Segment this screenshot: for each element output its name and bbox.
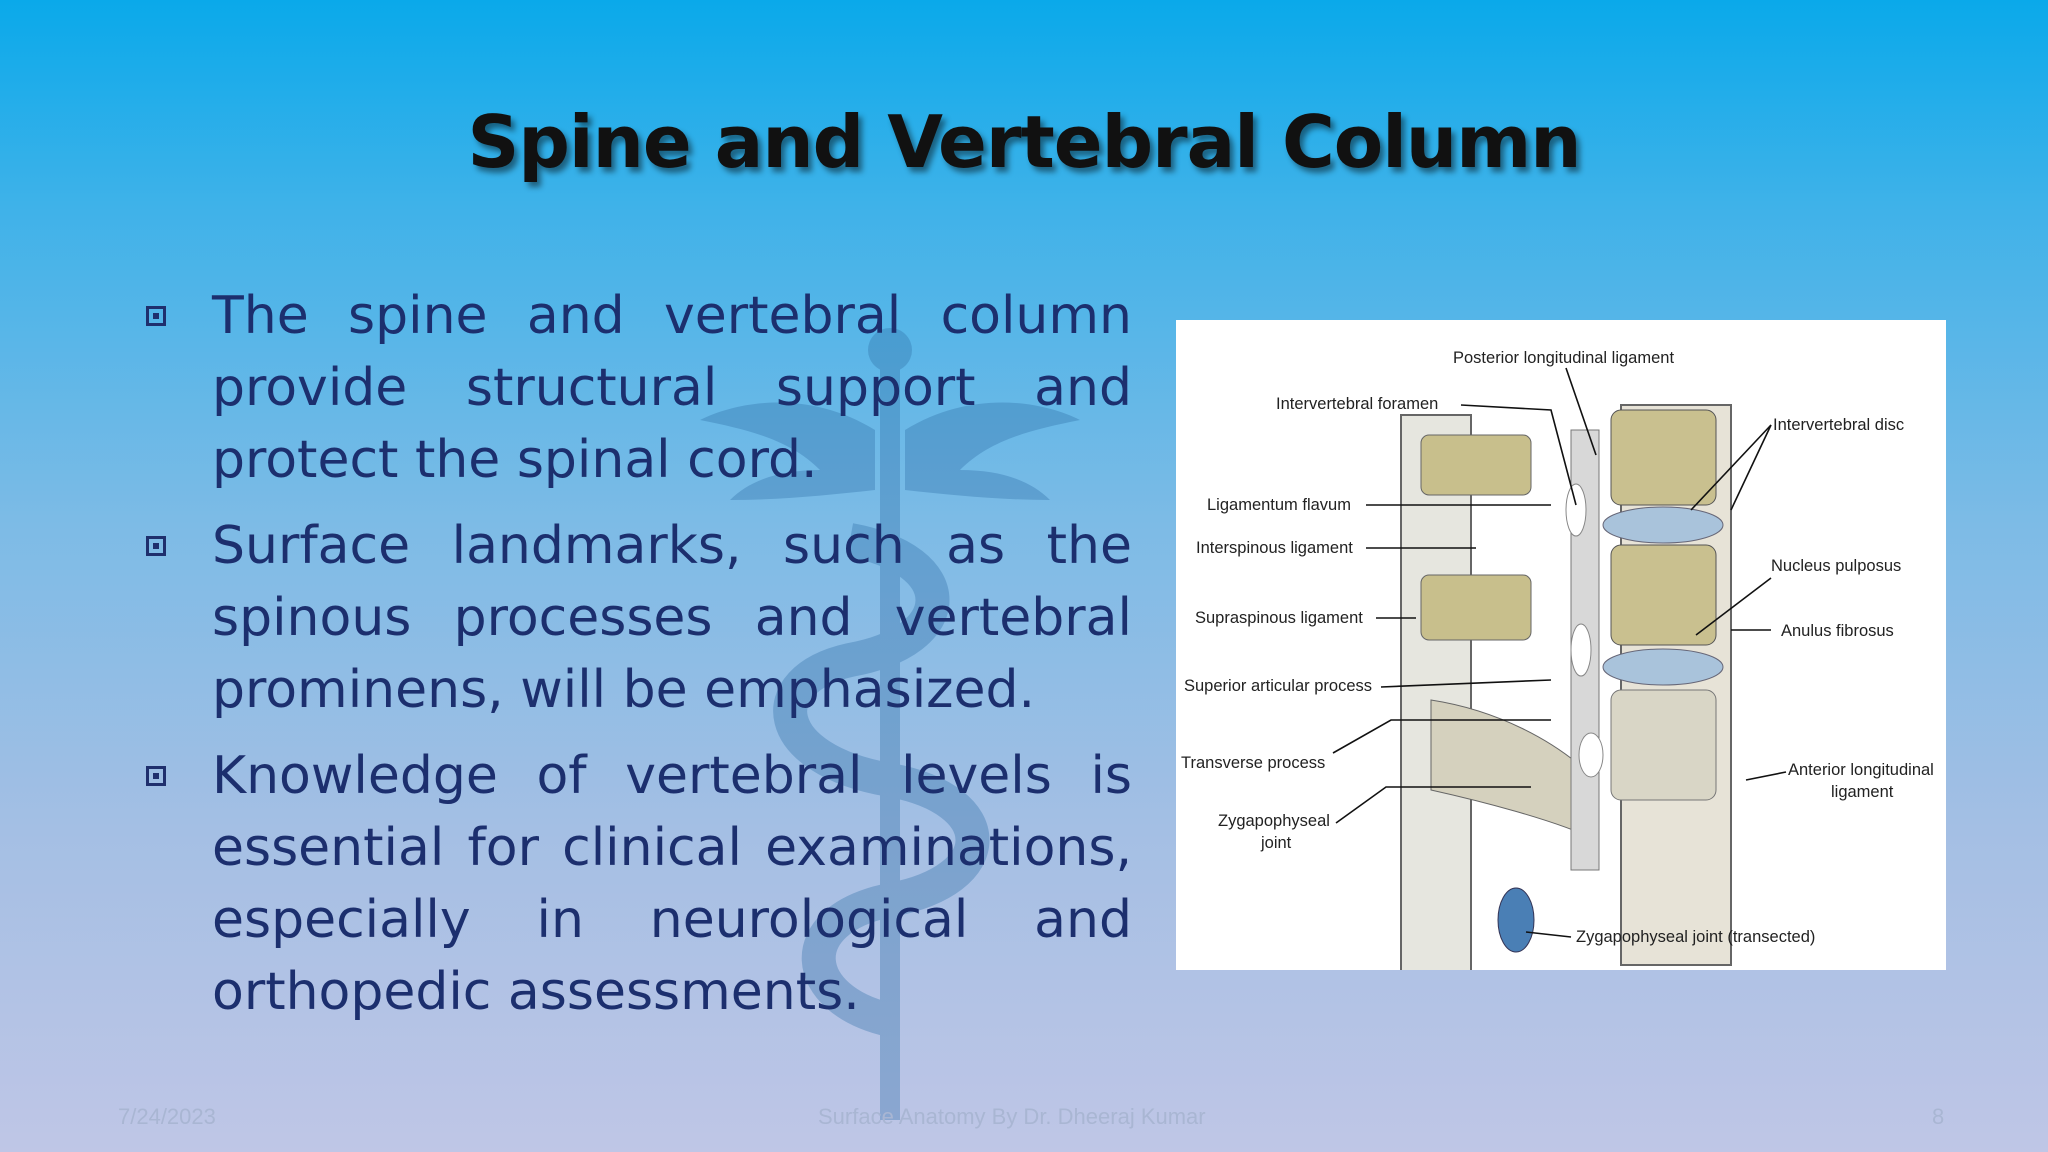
leader-lines bbox=[1332, 367, 1787, 938]
label-anterior-longitudinal-ligament: Anterior longitudinal bbox=[1788, 761, 1934, 779]
label-posterior-longitudinal-ligament: Posterior longitudinal ligament bbox=[1453, 349, 1674, 367]
label-superior-articular-process: Superior articular process bbox=[1184, 677, 1372, 695]
label-interspinous-ligament: Interspinous ligament bbox=[1196, 539, 1353, 557]
square-bullet-icon bbox=[146, 536, 166, 556]
bullet-list: The spine and vertebral column provide s… bbox=[140, 280, 1132, 1042]
spine-illustration: Posterior longitudinal ligament Interver… bbox=[1181, 349, 1934, 970]
label-intervertebral-foramen: Intervertebral foramen bbox=[1276, 395, 1438, 413]
label-ligamentum-flavum: Ligamentum flavum bbox=[1207, 496, 1351, 514]
bullet-item: The spine and vertebral column provide s… bbox=[140, 280, 1132, 496]
label-nucleus-pulposus: Nucleus pulposus bbox=[1771, 557, 1901, 575]
label-anterior-longitudinal-ligament-line2: ligament bbox=[1831, 783, 1894, 801]
caduceus-watermark-icon bbox=[700, 328, 1080, 1120]
square-bullet-icon bbox=[146, 766, 166, 786]
footer-date: 7/24/2023 bbox=[118, 1104, 216, 1129]
bullet-item: Surface landmarks, such as the spinous p… bbox=[140, 510, 1132, 726]
label-zygapophyseal-joint-line2: joint bbox=[1260, 834, 1292, 852]
label-intervertebral-disc: Intervertebral disc bbox=[1773, 416, 1904, 434]
slide-title: Spine and Vertebral Column bbox=[467, 100, 1582, 184]
bullet-text: The spine and vertebral column provide s… bbox=[212, 286, 1132, 490]
label-supraspinous-ligament: Supraspinous ligament bbox=[1195, 609, 1363, 627]
vertebral-column-drawing bbox=[1400, 404, 1732, 970]
spine-anatomy-figure: Posterior longitudinal ligament Interver… bbox=[1176, 320, 1946, 970]
label-transverse-process: Transverse process bbox=[1181, 754, 1325, 772]
footer-page-number: 8 bbox=[1932, 1104, 1945, 1129]
square-bullet-icon bbox=[146, 306, 166, 326]
footer-credit: Surface Anatomy By Dr. Dheeraj Kumar bbox=[818, 1104, 1206, 1129]
label-anulus-fibrosus: Anulus fibrosus bbox=[1781, 622, 1894, 640]
label-zygapophyseal-joint-transected: Zygapophyseal joint (transected) bbox=[1576, 928, 1815, 946]
bullet-item: Knowledge of vertebral levels is essenti… bbox=[140, 740, 1132, 1028]
label-zygapophyseal-joint: Zygapophyseal bbox=[1218, 812, 1330, 830]
bullet-text: Knowledge of vertebral levels is essenti… bbox=[212, 746, 1132, 1022]
bullet-text: Surface landmarks, such as the spinous p… bbox=[212, 516, 1132, 720]
